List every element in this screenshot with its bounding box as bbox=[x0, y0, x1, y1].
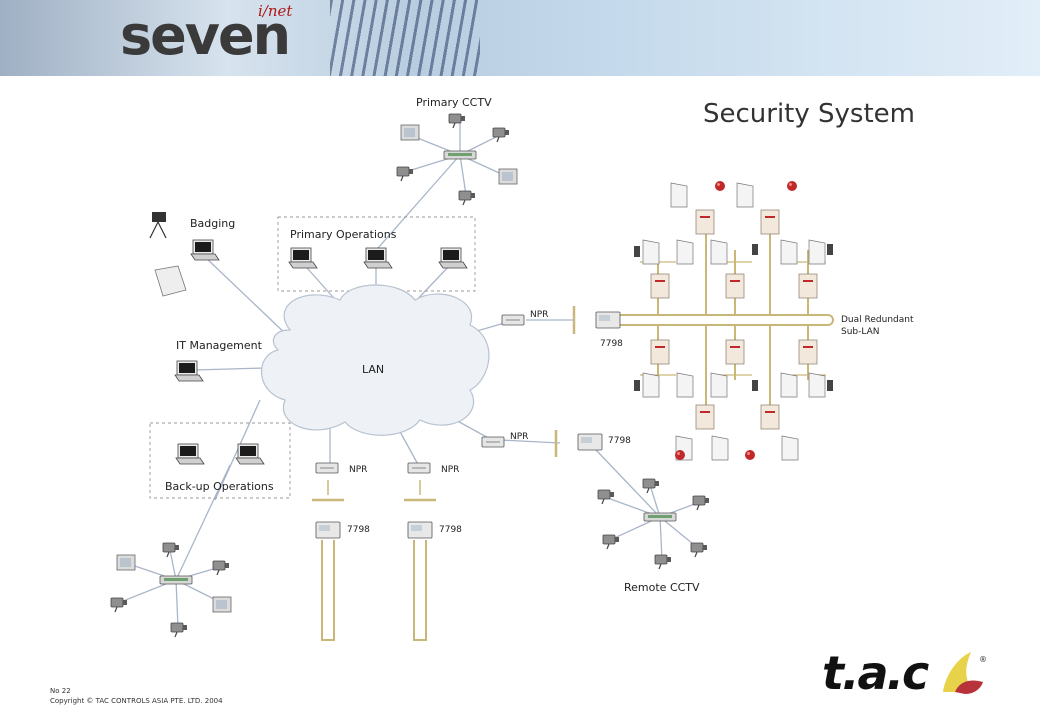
controller-main bbox=[595, 311, 621, 329]
npr-device-left bbox=[315, 462, 339, 474]
label-npr-remote: NPR bbox=[510, 432, 528, 442]
label-remote-cctv: Remote CCTV bbox=[624, 581, 700, 594]
label-controller-middle: 7798 bbox=[439, 525, 462, 535]
label-controller-left: 7798 bbox=[347, 525, 370, 535]
access-control-lower bbox=[634, 339, 833, 461]
label-sub-lan: Sub-LAN bbox=[841, 327, 880, 337]
footer: No 22 Copyright © TAC CONTROLS ASIA PTE.… bbox=[50, 686, 223, 706]
label-it-management: IT Management bbox=[176, 339, 263, 352]
label-npr-middle: NPR bbox=[441, 465, 459, 475]
label-controller-main: 7798 bbox=[600, 339, 623, 349]
controller-middle bbox=[407, 521, 433, 539]
badging-station bbox=[149, 212, 220, 297]
banner-decoration bbox=[330, 0, 480, 76]
it-management-laptop bbox=[174, 360, 204, 382]
sublan-loop-left bbox=[312, 480, 344, 641]
label-backup-operations: Back-up Operations bbox=[165, 480, 274, 493]
controller-left bbox=[315, 521, 341, 539]
backup-operations-box bbox=[149, 422, 291, 499]
brand-logo: seven bbox=[120, 4, 291, 67]
backup-operations-laptops bbox=[175, 443, 265, 465]
registered-mark: ® bbox=[979, 655, 987, 664]
copyright-text: Copyright © TAC CONTROLS ASIA PTE. LTD. … bbox=[50, 697, 223, 705]
label-dual-redundant: Dual Redundant bbox=[841, 315, 914, 325]
label-primary-cctv: Primary CCTV bbox=[416, 96, 492, 109]
tac-logo-text: t.a.c bbox=[822, 646, 929, 700]
sublan-loop-right bbox=[404, 480, 436, 641]
label-npr-left: NPR bbox=[349, 465, 367, 475]
npr-device-right bbox=[501, 314, 525, 326]
header-banner: seven i/net bbox=[0, 0, 1040, 76]
label-badging: Badging bbox=[190, 217, 235, 230]
controller-remote bbox=[577, 433, 603, 451]
primary-cctv-cluster bbox=[396, 113, 518, 206]
page-title: Security System bbox=[703, 99, 915, 129]
access-control-upper bbox=[634, 181, 833, 299]
tac-logo-mark: ® bbox=[943, 652, 987, 694]
page-number: No 22 bbox=[50, 687, 71, 695]
lan-cloud bbox=[261, 284, 490, 436]
remote-cctv-cluster bbox=[597, 478, 710, 570]
primary-operations-laptops bbox=[288, 247, 468, 269]
brand-sub-logo: i/net bbox=[258, 2, 293, 20]
label-npr-right: NPR bbox=[530, 310, 548, 320]
npr-device-middle bbox=[407, 462, 431, 474]
security-system-diagram: Primary CCTV Primary Operations Badging … bbox=[110, 96, 914, 641]
label-controller-remote: 7798 bbox=[608, 436, 631, 446]
npr-device-remote bbox=[481, 436, 505, 448]
label-lan: LAN bbox=[362, 363, 384, 376]
label-primary-operations: Primary Operations bbox=[290, 228, 397, 241]
primary-operations-box bbox=[277, 216, 476, 292]
